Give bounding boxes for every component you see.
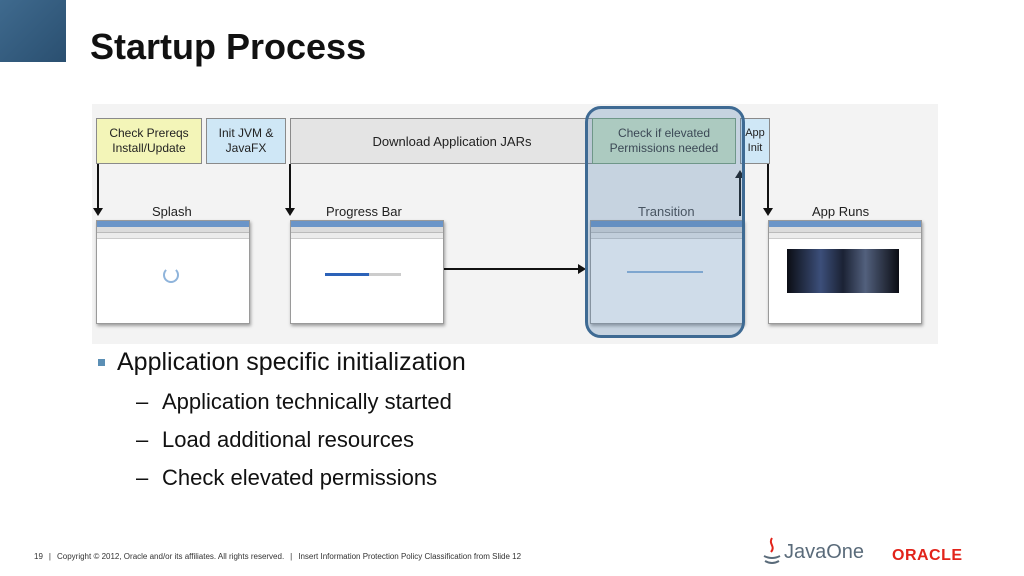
sub-bullet-2-text: Load additional resources	[162, 427, 414, 452]
screen-label-splash: Splash	[152, 204, 192, 219]
splash-window	[96, 220, 250, 324]
phase-init-jvm-label: Init JVM & JavaFX	[218, 126, 274, 155]
phase-app-init-label: App Init	[745, 127, 765, 154]
phase-init-jvm: Init JVM & JavaFX	[206, 118, 286, 164]
phase-check-prereqs: Check Prereqs Install/Update	[96, 118, 202, 164]
progress-window	[290, 220, 444, 324]
screen-label-app-runs: App Runs	[812, 204, 870, 219]
highlight-elevated-region	[585, 106, 745, 338]
javaone-text: JavaOne	[784, 540, 865, 563]
oracle-logo: ORACLE	[892, 547, 963, 564]
bullet-main-text: Application specific initialization	[117, 348, 466, 376]
transition-window	[590, 220, 744, 324]
startup-diagram: Check Prereqs Install/Update Init JVM & …	[92, 104, 938, 344]
spinner-icon	[163, 267, 179, 283]
bullet-main: Application specific initialization	[98, 348, 466, 377]
classification-text: Insert Information Protection Policy Cla…	[298, 552, 522, 561]
app-runs-window	[768, 220, 922, 324]
java-cup-icon	[763, 537, 781, 564]
progress-bar	[325, 273, 401, 276]
transition-line	[627, 271, 703, 273]
arrowhead-app-runs	[763, 208, 773, 216]
phase-check-elevated: Check if elevated Permissions needed	[592, 118, 736, 164]
slide-title: Startup Process	[90, 26, 367, 67]
phase-check-prereqs-label: Check Prereqs Install/Update	[109, 126, 189, 155]
footer: 19|Copyright © 2012, Oracle and/or its a…	[34, 552, 522, 561]
corner-accent	[0, 0, 66, 62]
arrowhead-transition	[578, 264, 586, 274]
screen-label-transition: Transition	[638, 204, 695, 219]
phase-app-init: App Init	[740, 118, 770, 164]
sub-bullet-1-text: Application technically started	[162, 389, 452, 414]
arrowhead-splash	[93, 208, 103, 216]
page-number: 19	[34, 552, 43, 561]
sub-bullet-3: –Check elevated permissions	[136, 465, 438, 490]
diagram-arrows	[93, 164, 773, 274]
bullet-square-icon	[98, 359, 105, 366]
sub-bullet-1: –Application technically started	[136, 389, 452, 414]
javaone-logo: JavaOne	[760, 536, 864, 568]
bullet-list: Application specific initialization –App…	[98, 348, 466, 491]
sub-bullet-2: –Load additional resources	[136, 427, 414, 452]
progress-bar-fill	[325, 273, 370, 276]
phase-check-elevated-label: Check if elevated Permissions needed	[609, 126, 719, 155]
screen-label-progress: Progress Bar	[326, 204, 402, 219]
phase-download-label: Download Application JARs	[372, 133, 532, 149]
copyright-text: Copyright © 2012, Oracle and/or its affi…	[56, 552, 285, 561]
app-video-frame	[787, 249, 899, 293]
sub-bullet-3-text: Check elevated permissions	[162, 465, 438, 490]
arrowhead-progress	[285, 208, 295, 216]
